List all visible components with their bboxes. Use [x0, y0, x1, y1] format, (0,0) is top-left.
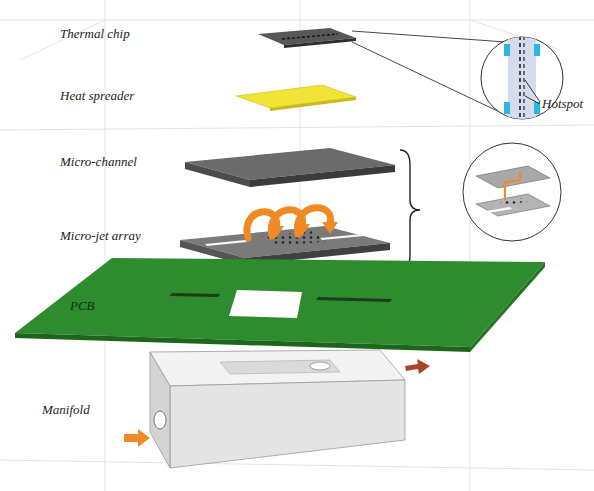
grid-line: [0, 460, 594, 470]
outlet-slot: [320, 234, 364, 240]
outlet-arrow: [405, 359, 430, 374]
arrow-head: [294, 224, 310, 236]
thermal-chip: [258, 28, 356, 45]
jet-plate: [476, 194, 550, 216]
part-label: Micro-jet array: [60, 228, 141, 243]
outlet-slot: [205, 240, 247, 246]
inlet-port: [154, 411, 166, 429]
pcb-opening: [229, 290, 302, 318]
zoom-circle: [463, 143, 561, 241]
grid-line: [0, 125, 594, 130]
callout-label: Hotspot: [542, 96, 583, 111]
pcb-edge: [470, 262, 545, 352]
grid-line: [105, 0, 106, 491]
channel-edge: [250, 165, 395, 187]
leader-line: [352, 31, 506, 42]
stack-detail: [476, 166, 550, 216]
coolant-band: [534, 44, 540, 56]
leader-line: [525, 96, 540, 104]
hotspot-line: [282, 34, 338, 39]
coolant-band: [504, 44, 510, 56]
part-label: Micro-channel: [60, 154, 137, 169]
leader-line: [525, 80, 540, 102]
channel-edge: [185, 162, 250, 187]
inlet-arrow: [124, 429, 150, 447]
manifold-front: [170, 380, 405, 468]
channel-plate: [476, 166, 550, 188]
heat-spreader: [236, 85, 356, 108]
part-label: Manifold: [42, 402, 90, 417]
manifold-side: [150, 352, 170, 468]
flow-loops: [247, 208, 331, 238]
grid-line: [470, 0, 471, 491]
coolant-band: [504, 102, 510, 114]
arrow-head: [268, 226, 284, 238]
hotspot-line: [519, 36, 521, 120]
manifold-slot: [220, 360, 340, 374]
spreader-edge: [270, 97, 356, 111]
outlet-slot: [486, 207, 512, 213]
chip-section: [504, 32, 540, 124]
outlet-port: [310, 362, 330, 370]
chip-edge: [284, 38, 356, 48]
part-label: Heat spreader: [60, 88, 134, 103]
flow-arrow: [505, 172, 520, 200]
part-label: PCB: [70, 298, 95, 313]
pcb-slot: [316, 297, 392, 302]
pcb-edge: [15, 333, 470, 352]
part-label: Thermal chip: [60, 26, 130, 41]
pcb-slot: [170, 293, 220, 297]
arrow-head: [322, 222, 338, 234]
pcb-board: [15, 258, 545, 347]
chip-body: [508, 32, 536, 124]
grid-line: [0, 20, 594, 21]
bracket: [400, 150, 420, 270]
hotspot-line: [523, 36, 524, 120]
